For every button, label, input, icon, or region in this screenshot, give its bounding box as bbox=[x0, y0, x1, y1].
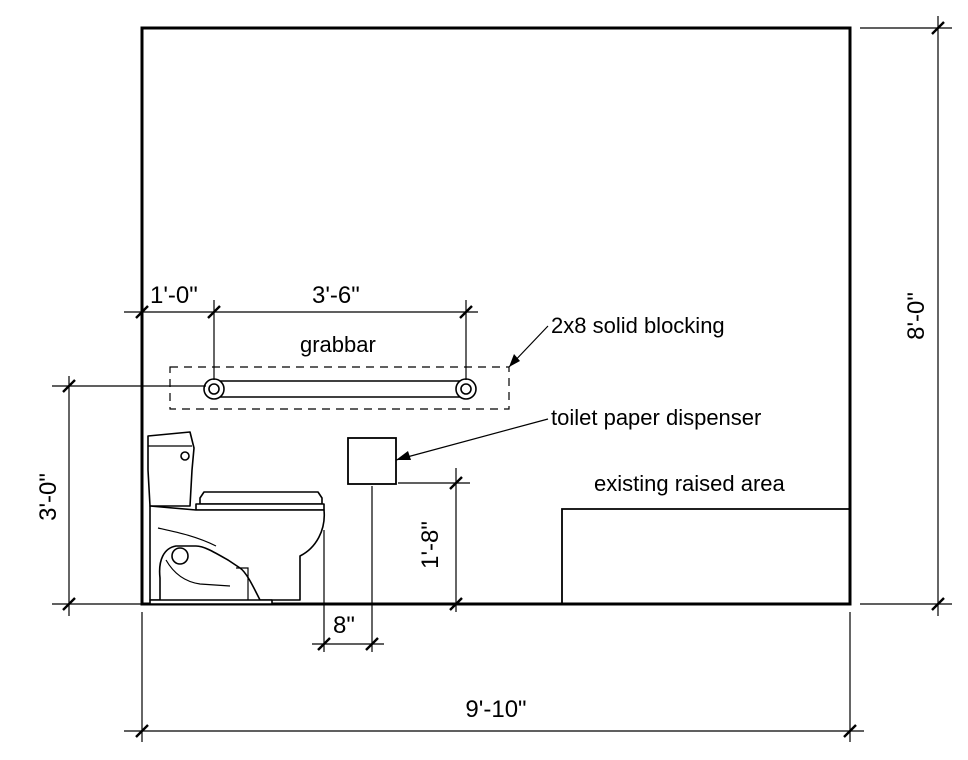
grabbar-height-dimension bbox=[52, 376, 206, 616]
grabbar bbox=[203, 378, 477, 400]
overall-height-dimension bbox=[860, 16, 952, 616]
solid-blocking bbox=[169, 366, 510, 410]
dispenser-offset-label: 8" bbox=[333, 612, 355, 639]
blocking-leader-arrow bbox=[509, 354, 520, 367]
grabbar-length-dimension: 3'-6" bbox=[312, 282, 360, 309]
grabbar-dimension bbox=[124, 296, 478, 380]
raised-area bbox=[561, 508, 850, 604]
overall-width-dimension bbox=[124, 612, 864, 742]
toilet bbox=[147, 431, 325, 605]
dispenser-leader-arrow bbox=[396, 451, 411, 460]
overall-width-label: 9'-10" bbox=[465, 696, 526, 723]
dispenser-label: toilet paper dispenser bbox=[551, 405, 761, 430]
overall-height-label: 8'-0" bbox=[903, 292, 930, 340]
grabbar-height-label: 3'-0" bbox=[35, 473, 62, 521]
blocking-label: 2x8 solid blocking bbox=[551, 313, 725, 338]
dispenser-leader bbox=[395, 418, 549, 461]
dispenser-height-label: 1'-8" bbox=[417, 521, 444, 569]
dispenser-height-dimension bbox=[398, 468, 470, 612]
grabbar-offset-dimension: 1'-0" bbox=[150, 282, 198, 309]
toilet-paper-dispenser bbox=[347, 437, 397, 485]
grabbar-label: grabbar bbox=[300, 332, 376, 357]
raised-area-label: existing raised area bbox=[594, 471, 786, 496]
dispenser-offset-dimension bbox=[312, 486, 384, 652]
